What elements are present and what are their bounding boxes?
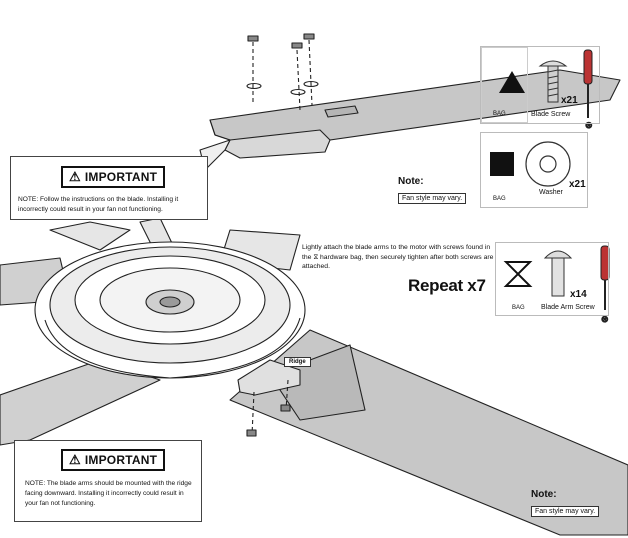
hourglass-symbol-icon: [503, 261, 533, 287]
blade-screw-panel: BAG x21 Blade Screw: [480, 46, 600, 124]
important-text-bottom: NOTE: The blade arms should be mounted w…: [25, 480, 192, 507]
note-tag-top: Fan style may vary.: [398, 193, 467, 204]
important-title-top: IMPORTANT: [84, 170, 158, 184]
washer-icon: [525, 141, 571, 187]
blade-arm-screw-bag-label: BAG: [512, 305, 525, 311]
left-fan-blade: [0, 217, 301, 446]
warning-icon: ⚠: [69, 452, 81, 467]
screwdriver-icon: ⊗: [583, 49, 593, 132]
important-heading-top: ⚠ IMPORTANT: [61, 166, 166, 188]
washer-qty: x21: [569, 179, 586, 190]
blade-arm-screw-qty: x14: [570, 289, 587, 300]
warning-icon: ⚠: [69, 169, 81, 184]
top-screws: [246, 33, 319, 111]
square-symbol-icon: [490, 152, 514, 176]
important-title-bottom: IMPORTANT: [84, 453, 158, 467]
screwdriver-icon-2: ⊗: [600, 245, 610, 326]
note-label-top: Note:: [398, 176, 424, 187]
note-top: Note: Fan style may vary.: [398, 176, 467, 205]
important-text-top: NOTE: Follow the instructions on the bla…: [18, 196, 179, 213]
blade-arm-screw-panel: BAG x14 Blade Arm Screw: [495, 242, 609, 316]
important-heading-bottom: ⚠ IMPORTANT: [61, 449, 166, 471]
instruction-text: Lightly attach the blade arms to the mot…: [302, 244, 494, 270]
washer-bag-label: BAG: [493, 196, 506, 202]
blade-arm-screw-name: Blade Arm Screw: [541, 304, 595, 311]
washer-panel: BAG x21 Washer: [480, 132, 588, 208]
blade-screw-icon: [538, 60, 568, 103]
repeat-label: Repeat x7: [408, 276, 486, 295]
important-notice-bottom: ⚠ IMPORTANT NOTE: The blade arms should …: [14, 440, 202, 522]
washer-name: Washer: [539, 189, 563, 196]
ridge-label: Ridge: [284, 357, 311, 367]
blade-screw-name: Blade Screw: [531, 111, 571, 118]
note-label-bottom: Note:: [531, 489, 557, 500]
blade-screw-bag-label: BAG: [493, 111, 506, 117]
svg-text:⊗: ⊗: [585, 121, 593, 131]
blade-screw-qty: x21: [561, 95, 578, 106]
blade-screw-bag: [481, 47, 528, 123]
motor-hub: [34, 241, 306, 379]
note-bottom: Note: Fan style may vary.: [531, 489, 600, 518]
lower-blade-arm: [237, 359, 301, 437]
blade-arm-screw-icon: [543, 250, 573, 297]
triangle-symbol-icon: [499, 71, 525, 93]
svg-text:⊗: ⊗: [601, 315, 609, 325]
note-tag-bottom: Fan style may vary.: [531, 506, 600, 517]
important-notice-top: ⚠ IMPORTANT NOTE: Follow the instruction…: [10, 156, 208, 220]
